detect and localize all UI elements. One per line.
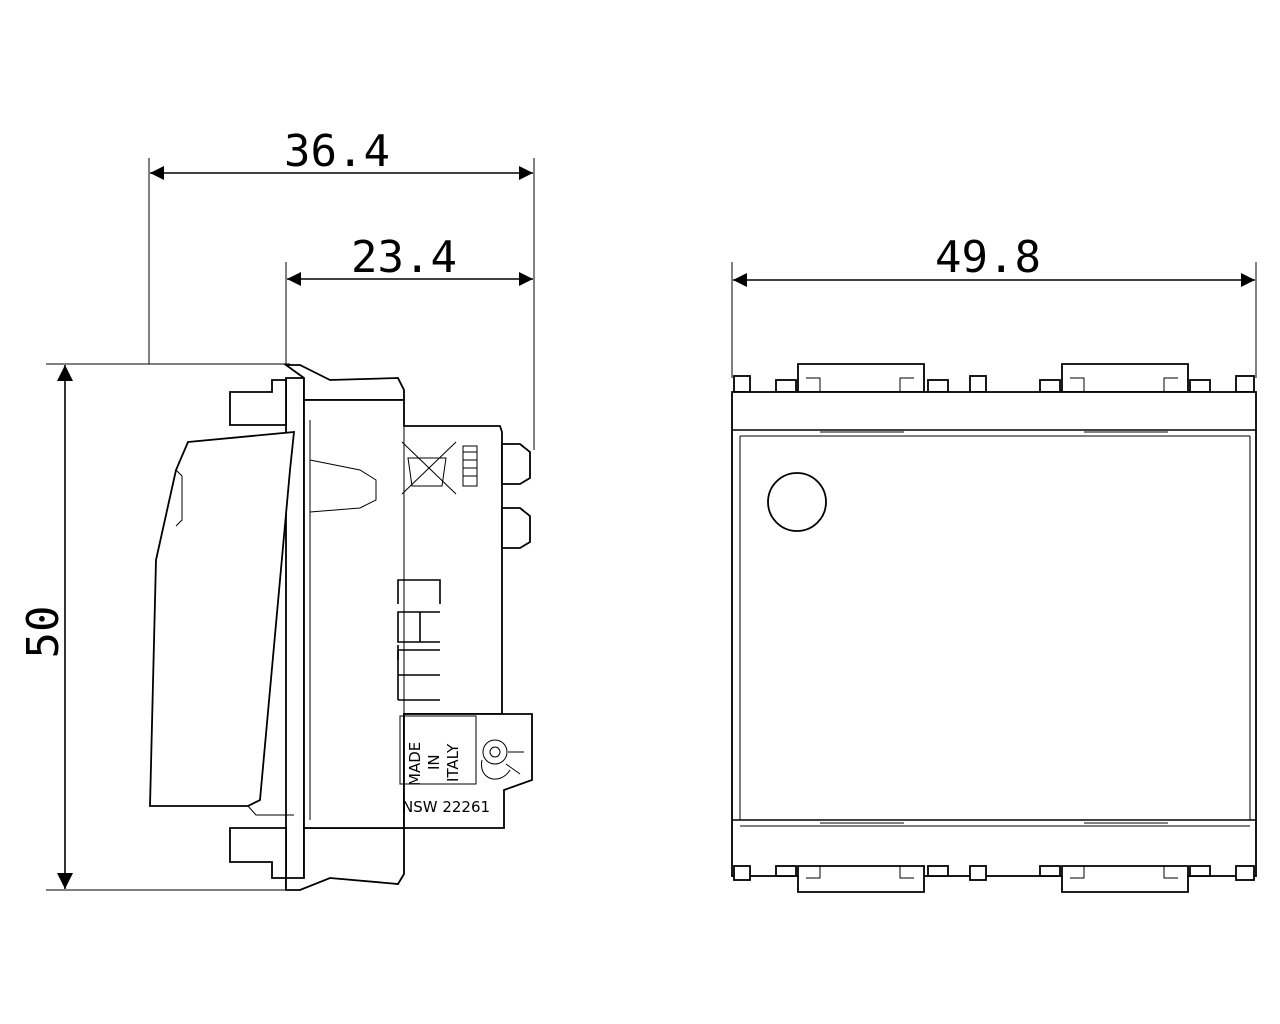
dimension-total-depth-label: 36.4	[284, 126, 390, 177]
indicator-lens	[767, 472, 827, 532]
dimension-width-label: 49.8	[935, 232, 1041, 283]
made-text: MADE	[406, 742, 424, 786]
dimension-body-depth: 23.4	[285, 232, 533, 364]
eac-mark-icon	[397, 579, 441, 701]
top-clip	[229, 379, 287, 426]
terminal-top	[501, 443, 531, 485]
bottom-tabs	[733, 865, 1255, 893]
contact-spike	[309, 459, 377, 513]
label-tab	[403, 713, 533, 829]
part-code: NSW 22261	[402, 798, 490, 816]
in-text: IN	[425, 754, 443, 770]
top-hook	[283, 364, 405, 401]
made-in-italy-label: MADE IN ITALY	[406, 742, 462, 786]
italy-text: ITALY	[444, 743, 462, 782]
dimension-height-label: 50	[18, 606, 69, 659]
front-view	[731, 363, 1257, 893]
top-tabs	[733, 363, 1255, 393]
dimension-body-depth-label: 23.4	[351, 232, 457, 283]
weee-bin-icon	[401, 441, 478, 495]
rocker-button	[149, 431, 296, 807]
side-view: MADE IN ITALY NSW 22261	[149, 364, 533, 891]
main-body	[303, 399, 503, 829]
bottom-clip	[229, 827, 287, 879]
dimension-height: 50	[18, 363, 290, 891]
dimension-total-depth: 36.4	[148, 126, 535, 450]
front-body	[731, 391, 1257, 877]
imq-logo-icon	[481, 739, 524, 780]
terminal-bottom	[501, 507, 531, 549]
bottom-hook	[285, 827, 405, 891]
dimension-width: 49.8	[731, 232, 1257, 378]
